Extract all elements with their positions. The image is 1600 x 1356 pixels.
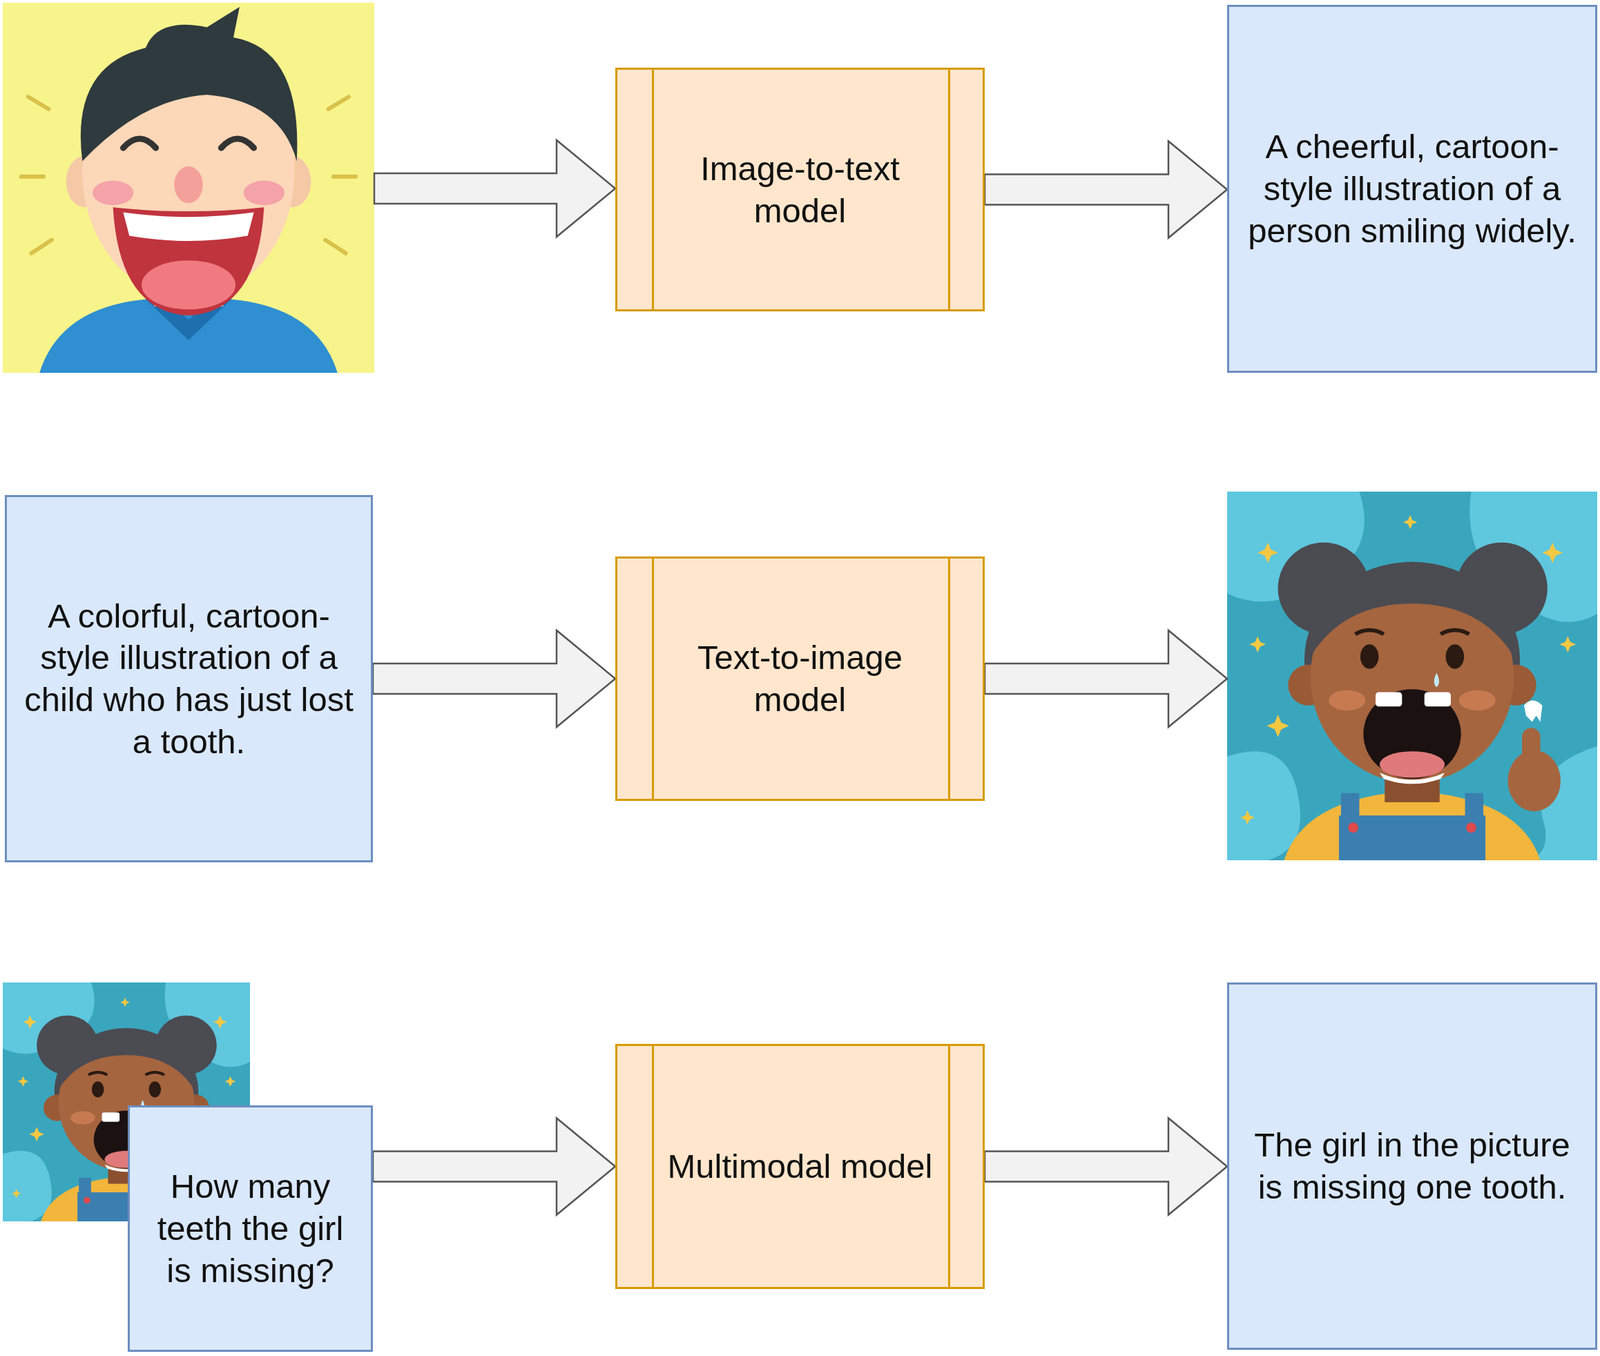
text-box: A cheerful, cartoon-style illustration o… bbox=[1227, 4, 1598, 373]
box-text: The girl in the picture is missing one t… bbox=[1245, 1124, 1579, 1209]
text-area: How many teeth the girl is missing? bbox=[129, 1107, 371, 1351]
process-side-line bbox=[948, 69, 951, 310]
box-text: How many teeth the girl is missing? bbox=[146, 1165, 355, 1292]
text-area: The girl in the picture is missing one t… bbox=[1229, 984, 1596, 1348]
block-arrow bbox=[984, 1118, 1228, 1216]
model-box: Text-to-image model bbox=[615, 556, 985, 802]
model-label: Image-to-text model bbox=[662, 147, 938, 233]
block-arrow bbox=[372, 1118, 616, 1216]
smiling-man-illustration bbox=[2, 2, 375, 373]
model-box: Multimodal model bbox=[615, 1044, 985, 1290]
block-arrow bbox=[984, 141, 1228, 239]
block-arrow bbox=[372, 630, 616, 728]
text-area: Multimodal model bbox=[617, 1046, 983, 1288]
box-text: A colorful, cartoon-style illustration o… bbox=[23, 595, 355, 764]
process-side-line bbox=[948, 558, 951, 799]
text-box: The girl in the picture is missing one t… bbox=[1227, 982, 1598, 1351]
process-side-line bbox=[651, 558, 654, 799]
box-text: A cheerful, cartoon-style illustration o… bbox=[1245, 125, 1579, 252]
text-box: How many teeth the girl is missing? bbox=[127, 1105, 373, 1353]
text-area: Image-to-text model bbox=[617, 69, 983, 310]
text-area: A colorful, cartoon-style illustration o… bbox=[6, 497, 371, 861]
input-arrow bbox=[374, 140, 616, 237]
model-label: Text-to-image model bbox=[662, 636, 938, 721]
text-area: Text-to-image model bbox=[617, 558, 983, 799]
girl-illustration bbox=[1227, 491, 1598, 861]
model-box: Image-to-text model bbox=[615, 67, 985, 312]
output-arrow bbox=[984, 630, 1228, 728]
model-label: Multimodal model bbox=[667, 1145, 933, 1188]
process-side-line bbox=[651, 1046, 654, 1288]
process-side-line bbox=[948, 1046, 951, 1288]
text-area: A cheerful, cartoon-style illustration o… bbox=[1229, 6, 1596, 371]
process-side-line bbox=[651, 69, 654, 310]
text-box: A colorful, cartoon-style illustration o… bbox=[4, 495, 373, 863]
